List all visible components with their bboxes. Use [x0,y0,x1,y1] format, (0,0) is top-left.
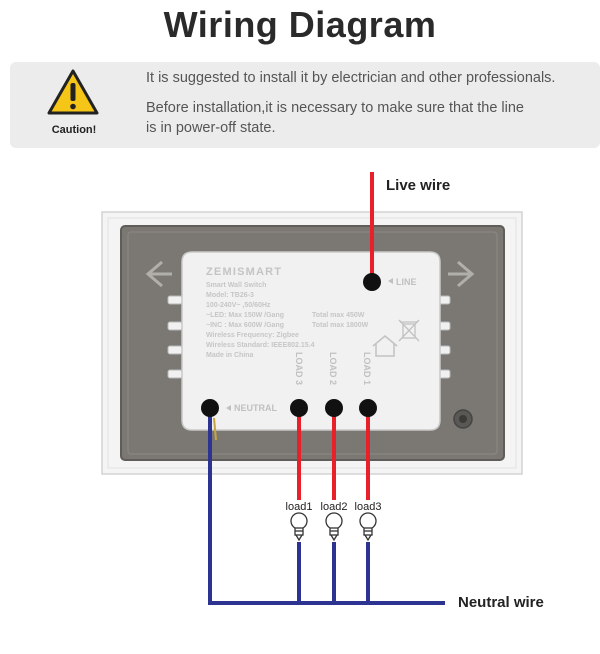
warning-icon [47,69,99,115]
terminal-load1 [359,399,377,417]
wiring-diagram: ZEMISMART Smart Wall Switch Model: TB26-… [101,172,544,611]
neutral-wire-main [208,406,445,605]
device-info-2: 100-240V~ ,50/60Hz [206,302,271,309]
bulb-icon [325,512,343,542]
device-info-7: Made in China [206,352,254,359]
load3-label: load3 [355,501,382,513]
total-inc: Total max 1800W [312,322,369,329]
terminal-line-label: LINE [396,277,417,287]
terminal-load3 [290,399,308,417]
weee-bin-icon [398,319,420,342]
bulb-icon [359,512,377,542]
device-info-5: Wireless Frequency: Zigbee [206,332,299,339]
device-info-0: Smart Wall Switch [206,282,266,289]
caution-box: Caution! It is suggested to install it b… [10,62,600,148]
terminal-neutral [201,399,219,417]
terminal-load1-label: LOAD 1 [362,352,372,385]
house-icon [372,335,398,357]
caution-text-3: is in power-off state. [146,120,276,136]
bulb-icon [290,512,308,542]
device-info-1: Model: TB26-3 [206,292,254,299]
brand-logo: ZEMISMART [206,266,282,278]
terminal-load3-label: LOAD 3 [294,352,304,385]
caution-text-1: It is suggested to install it by electri… [146,70,556,86]
device-info-4: ~INC : Max 600W /Gang [206,322,284,329]
terminal-load2 [325,399,343,417]
load2-label: load2 [321,501,348,513]
caution-label: Caution! [51,124,97,136]
switch-module [181,251,441,431]
terminal-line [363,273,381,291]
terminal-load2-label: LOAD 2 [328,352,338,385]
device-info-3: ~LED: Max 150W /Gang [206,312,284,319]
page-title: Wiring Diagram [163,4,437,45]
terminal-neutral-label: NEUTRAL [234,403,277,413]
total-led: Total max 450W [312,312,365,319]
device-info-6: Wireless Standard: IEEE802.15.4 [206,342,315,349]
live-wire-label: Live wire [386,177,450,194]
load1-label: load1 [286,501,313,513]
neutral-wire-label: Neutral wire [458,594,544,611]
caution-text-2: Before installation,it is necessary to m… [146,100,524,116]
